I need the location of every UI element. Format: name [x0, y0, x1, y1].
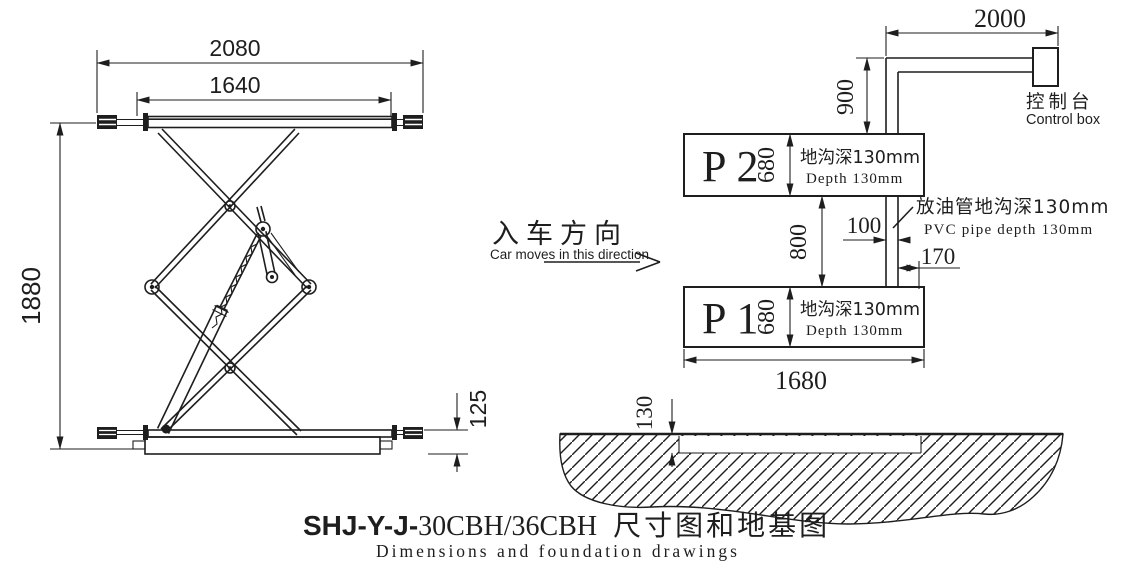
title-model-codes: 30CBH/36CBH [418, 511, 597, 542]
control-box-label-cn: 控制台 [1026, 92, 1094, 113]
dim-platform-width-label: 1640 [209, 72, 260, 98]
drawing-subtitle: Dimensions and foundation drawings [376, 541, 740, 561]
p2-trench-cn: 地沟深130mm [800, 148, 920, 168]
platform-p1-trench: P1 680 地沟深130mm Depth 130mm [683, 286, 925, 348]
drive-direction-en: Car moves in this direction [490, 247, 649, 262]
dim-max-height: 1880 [16, 122, 140, 450]
ground-hatched-area [559, 433, 1064, 525]
control-box-label-en: Control box [1026, 112, 1101, 128]
dim-pipe-trench-width-label: 100 [847, 213, 882, 238]
p2-label: P2 [702, 142, 768, 191]
dim-overall-width-label: 2080 [209, 35, 260, 61]
dim-trench-depth-label: 130 [632, 396, 657, 431]
p2-width-label: 680 [754, 147, 780, 183]
ground-section: 130 [559, 396, 1064, 525]
drive-direction-note: 入车方向 Car moves in this direction [490, 219, 661, 272]
p1-trench-en: Depth 130mm [806, 323, 903, 339]
direction-arrow-icon [544, 252, 661, 272]
lift-platform [97, 113, 423, 131]
hydraulic-cylinder [156, 233, 262, 434]
platform-p2-trench: P2 680 地沟深130mm Depth 130mm [683, 133, 925, 197]
p1-label: P1 [702, 294, 768, 343]
dim-control-riser: 900 [833, 57, 884, 135]
dim-base-height: 125 [424, 390, 491, 472]
title-cn: 尺寸图和地基图 [613, 509, 830, 542]
drive-direction-cn: 入车方向 [492, 219, 628, 250]
dim-control-riser-label: 900 [833, 79, 859, 115]
pvc-pipe-note-cn: 放油管地沟深130mm [916, 197, 1109, 218]
dim-max-height-label: 1880 [16, 267, 46, 325]
control-box [1032, 47, 1059, 87]
scissor-arms [150, 128, 312, 436]
trench-recess [679, 436, 921, 453]
pvc-pipe-note-en: PVC pipe depth 130mm [924, 222, 1093, 238]
dim-overall-width: 2080 [96, 35, 424, 113]
title-block: SHJ-Y-J-30CBH/36CBH 尺寸图和地基图 Dimensions an… [303, 509, 830, 561]
chain-zigzag [211, 243, 258, 329]
dim-control-run: 2000 [885, 4, 1059, 56]
dim-base-height-label: 125 [465, 390, 491, 428]
pvc-pipe-note: 放油管地沟深130mm PVC pipe depth 130mm [892, 197, 1109, 238]
pivot-joints [144, 200, 317, 374]
dim-pipe-trench-width: 100 [843, 213, 911, 244]
p1-width-label: 680 [754, 299, 780, 335]
release-link [256, 205, 300, 276]
dim-trench-depth: 130 [632, 396, 676, 467]
p2-trench-en: Depth 130mm [806, 171, 903, 187]
dim-platform-width: 1640 [136, 72, 392, 116]
dim-pipe-offset: 170 [897, 244, 960, 289]
title-model-prefix: SHJ-Y-J- [303, 510, 418, 541]
dim-platform-gap-label: 800 [786, 224, 812, 260]
drawing-title: SHJ-Y-J-30CBH/36CBH 尺寸图和地基图 [303, 509, 830, 542]
side-view: 2080 1640 1880 125 [16, 35, 491, 472]
lift-base [97, 425, 423, 455]
dim-platform-gap: 800 [786, 195, 826, 288]
foundation-plan: 控制台 Control box 2000 900 P2 680 地沟深130mm… [683, 4, 1109, 395]
dim-foundation-length: 1680 [683, 349, 925, 395]
p1-trench-cn: 地沟深130mm [800, 300, 920, 320]
dim-pipe-offset-label: 170 [921, 244, 956, 269]
dim-control-run-label: 2000 [974, 4, 1026, 33]
dim-foundation-length-label: 1680 [775, 366, 827, 395]
